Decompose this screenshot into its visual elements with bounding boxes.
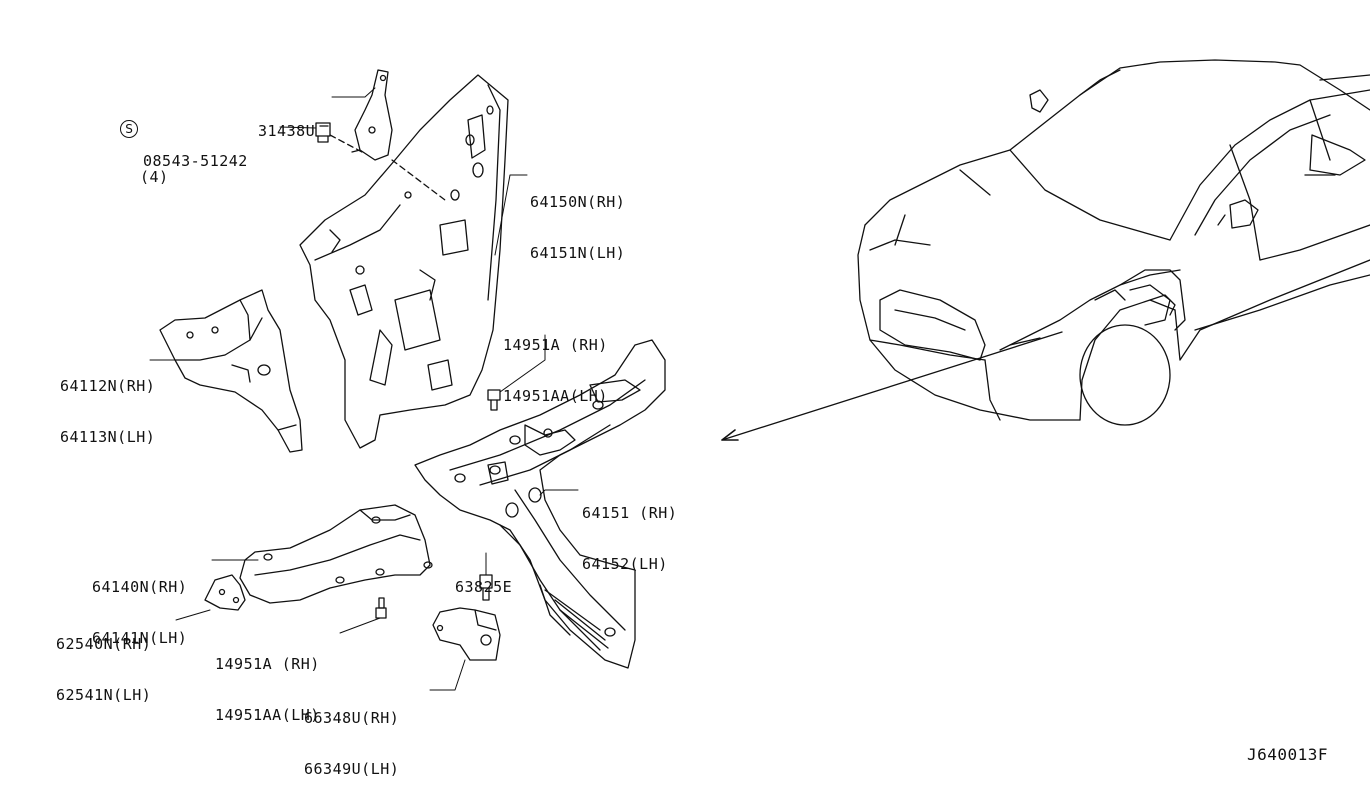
callout-64151: 64151 (RH) 64152(LH) (582, 471, 677, 607)
part-number-64152: 64152(LH) (582, 555, 668, 573)
part-number-64113n: 64113N(LH) (60, 428, 156, 446)
part-number-31438u: 31438U (258, 122, 316, 140)
parts-illustration (149, 59, 1370, 691)
bracket-66348u (432, 607, 501, 661)
callout-66348u: 66348U(RH) 66349U(LH) (304, 676, 399, 812)
part-number-66349u: 66349U(LH) (304, 760, 400, 778)
part-number-62541n: 62541N(LH) (56, 686, 152, 704)
clip-14951a-upper (487, 389, 501, 411)
part-number-14951a: 14951A (RH) (503, 336, 608, 354)
parts-diagram: 31438U S 08543-51242 (4) 64150N(RH) 6415… (56, 59, 1370, 778)
bolt-08543 (315, 122, 331, 143)
apron-64140n (239, 504, 433, 604)
bolt-63825e (479, 574, 493, 601)
part-number-64151: 64151 (RH) (582, 504, 678, 522)
callout-63825e: 63825E (455, 545, 512, 630)
guide-lines (329, 134, 446, 201)
hood-ledge-upper-panel (299, 74, 509, 449)
callout-08543-qty: (4) (140, 135, 178, 220)
callout-14951a-bottom: 14951A (RH) 14951AA(LH) (215, 622, 320, 758)
part-number-14951aa: 14951AA(LH) (503, 387, 608, 405)
part-number-63825e: 63825E (455, 578, 513, 596)
part-number-14951a-lower: 14951A (RH) (215, 655, 320, 673)
part-number-64112n: 64112N(RH) (60, 377, 156, 395)
bracket-62540n (204, 574, 246, 611)
part-number-08543: 08543-51242 (143, 152, 248, 170)
diagram-id: J640013F (1247, 712, 1328, 797)
part-number-64151n: 64151N(LH) (530, 244, 626, 262)
callout-64112n: 64112N(RH) 64113N(LH) (60, 344, 155, 480)
side-bracket-64112n (159, 289, 303, 453)
hood-ledge-lower-assembly (414, 339, 666, 669)
car-illustration (857, 59, 1370, 426)
location-arrow (721, 331, 1063, 441)
s-symbol-icon: S (120, 120, 138, 138)
bracket-31438u (351, 69, 393, 161)
part-number-62540n: 62540N(RH) (56, 635, 152, 653)
part-number-64140n: 64140N(RH) (92, 578, 188, 596)
clip-14951a-lower (375, 597, 387, 619)
callout-64150n: 64150N(RH) 64151N(LH) (530, 160, 625, 296)
diagram-id-text: J640013F (1247, 745, 1329, 764)
part-number-66348u: 66348U(RH) (304, 709, 400, 727)
part-number-14951aa-lower: 14951AA(LH) (215, 706, 320, 724)
quantity-08543: (4) (140, 168, 169, 186)
callout-31438u: 31438U (258, 89, 315, 174)
part-number-64150n: 64150N(RH) (530, 193, 626, 211)
leader-lines (149, 87, 579, 691)
part-number-64141n: 64141N(LH) (92, 629, 188, 647)
callout-62540n: 62540N(RH) 62541N(LH) (56, 602, 151, 738)
callout-64140n: 64140N(RH) 64141N(LH) (92, 545, 187, 681)
callout-08543: 08543-51242 (143, 119, 248, 204)
callout-14951a-top: 14951A (RH) 14951AA(LH) (503, 303, 608, 439)
